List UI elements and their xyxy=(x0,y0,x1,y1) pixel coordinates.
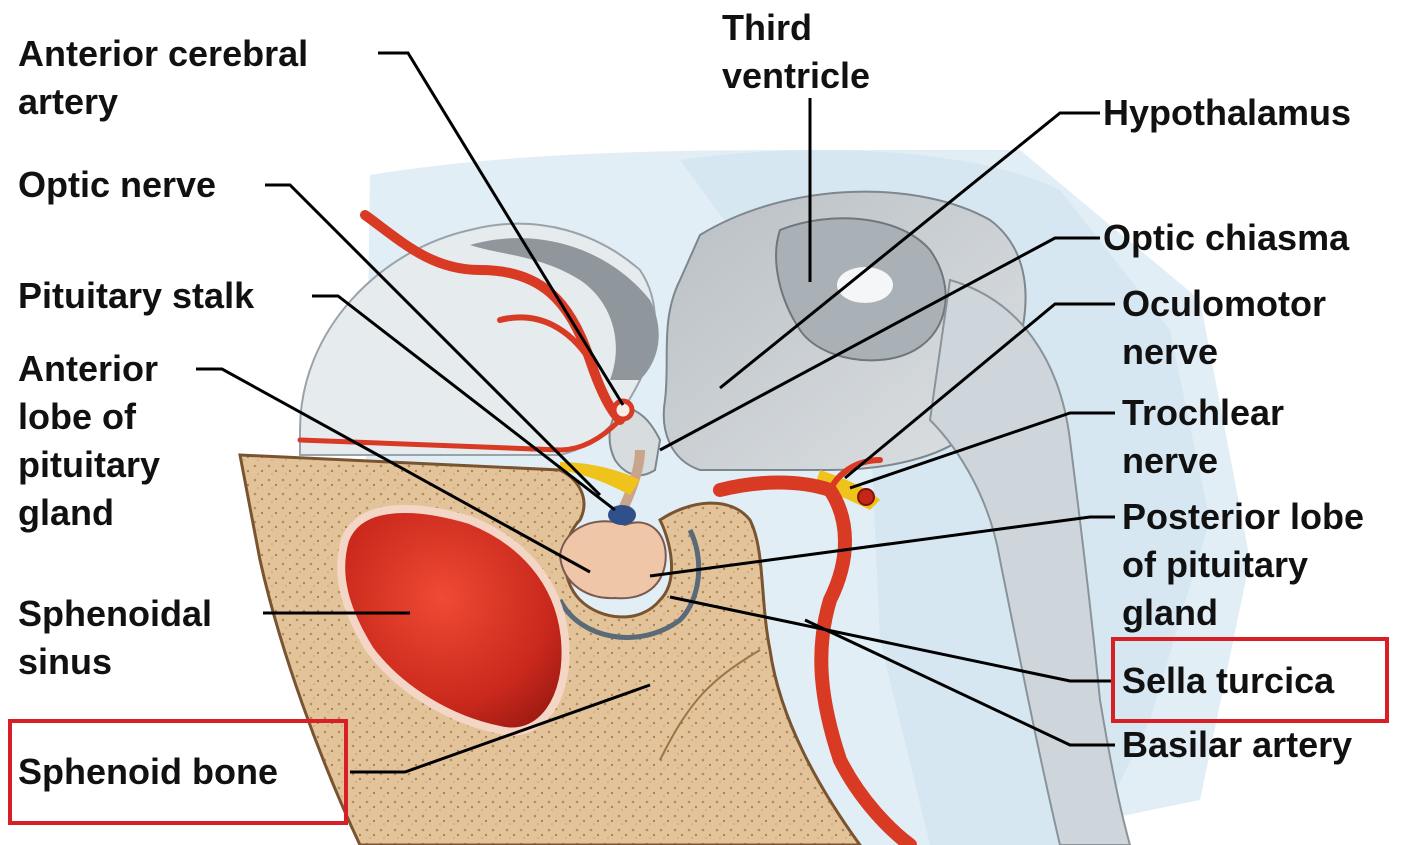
label-line: pituitary xyxy=(18,441,160,489)
label-line: Anterior xyxy=(18,345,160,393)
label-line: nerve xyxy=(1122,328,1326,376)
label-line: artery xyxy=(18,78,308,126)
label-posterior-lobe: Posterior lobe of pituitary gland xyxy=(1122,493,1364,637)
label-line: sinus xyxy=(18,638,212,686)
frontal-lobe xyxy=(300,224,659,455)
label-line: of pituitary xyxy=(1122,541,1364,589)
label-pituitary-stalk: Pituitary stalk xyxy=(18,272,254,320)
label-sella-turcica: Sella turcica xyxy=(1122,657,1334,705)
label-optic-nerve: Optic nerve xyxy=(18,161,216,209)
label-third-ventricle: Third ventricle xyxy=(722,4,870,100)
label-optic-chiasma: Optic chiasma xyxy=(1103,214,1349,262)
label-line: gland xyxy=(18,489,160,537)
label-line: Anterior cerebral xyxy=(18,30,308,78)
label-line: Posterior lobe xyxy=(1122,493,1364,541)
label-line: lobe of xyxy=(18,393,160,441)
label-line: gland xyxy=(1122,589,1364,637)
label-trochlear-nerve: Trochlear nerve xyxy=(1122,389,1284,485)
label-line: Third xyxy=(722,4,870,52)
label-hypothalamus: Hypothalamus xyxy=(1103,89,1351,137)
label-line: nerve xyxy=(1122,437,1284,485)
label-anterior-cerebral-artery: Anterior cerebral artery xyxy=(18,30,308,126)
label-line: Trochlear xyxy=(1122,389,1284,437)
label-line: Oculomotor xyxy=(1122,280,1326,328)
label-line: Sphenoidal xyxy=(18,590,212,638)
label-line: ventricle xyxy=(722,52,870,100)
label-oculomotor-nerve: Oculomotor nerve xyxy=(1122,280,1326,376)
label-basilar-artery: Basilar artery xyxy=(1122,721,1352,769)
label-sphenoid-bone: Sphenoid bone xyxy=(18,748,278,796)
label-sphenoidal-sinus: Sphenoidal sinus xyxy=(18,590,212,686)
label-anterior-lobe: Anterior lobe of pituitary gland xyxy=(18,345,160,537)
